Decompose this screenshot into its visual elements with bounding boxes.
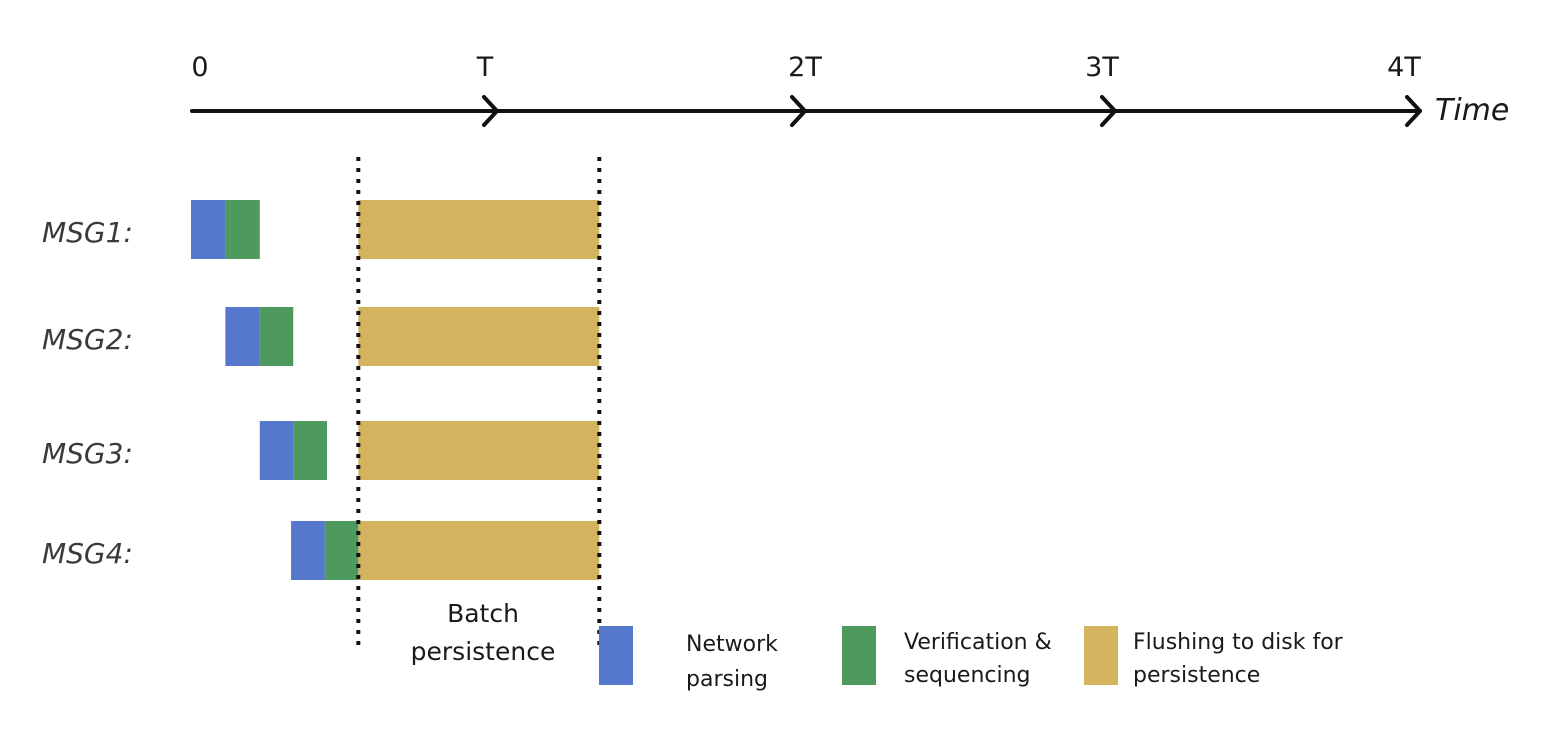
tick-label-0: 0 [191, 52, 208, 83]
msg4-network-parsing-bar [291, 521, 325, 580]
msg4-flushing-bar [358, 521, 600, 580]
legend-label-verification-2: sequencing [904, 663, 1031, 688]
legend-label-flushing-1: Flushing to disk for [1133, 630, 1344, 655]
row-label-msg3: MSG3: [42, 437, 133, 470]
msg3-verification-bar [293, 421, 328, 480]
batch-boundaries [356, 157, 602, 648]
row-labels: MSG1: MSG2: MSG3: MSG4: [42, 216, 133, 570]
msg2-flushing-bar [358, 307, 600, 366]
row-label-msg4: MSG4: [42, 537, 133, 570]
arrow-3t-icon [1100, 95, 1117, 127]
tick-labels: 0 T 2T 3T 4T [191, 52, 1421, 83]
msg1-flushing-bar [358, 200, 600, 259]
arrow-4t-icon [1405, 95, 1422, 127]
tick-label-2t: 2T [788, 52, 822, 83]
batch-label-line2: persistence [411, 637, 556, 666]
msg3-flushing-bar [358, 421, 600, 480]
axis-name: Time [1435, 93, 1509, 128]
row-label-msg2: MSG2: [42, 323, 133, 356]
msg3-network-parsing-bar [259, 421, 294, 480]
legend: Network parsing Verification & sequencin… [599, 626, 1344, 692]
msg1-verification-bar [225, 200, 260, 259]
msg2-network-parsing-bar [225, 307, 260, 366]
msg4-verification-bar [324, 521, 359, 580]
legend-label-verification-1: Verification & [904, 630, 1052, 655]
tick-label-t: T [476, 52, 494, 83]
row-label-msg1: MSG1: [42, 216, 133, 249]
batch-label-line1: Batch [447, 599, 519, 628]
legend-swatch-verification-sequencing [842, 626, 876, 685]
message-bars [191, 200, 600, 580]
legend-swatch-network-parsing [599, 626, 633, 685]
legend-label-network-parsing-1: Network [686, 632, 778, 657]
tick-label-3t: 3T [1085, 52, 1119, 83]
legend-label-flushing-2: persistence [1133, 663, 1260, 688]
arrow-t-icon [482, 95, 499, 127]
time-axis [190, 95, 1422, 127]
tick-label-4t: 4T [1387, 52, 1421, 83]
legend-label-network-parsing-2: parsing [686, 667, 768, 692]
msg1-network-parsing-bar [191, 200, 226, 259]
arrow-2t-icon [790, 95, 807, 127]
legend-swatch-flushing [1084, 626, 1118, 685]
msg2-verification-bar [259, 307, 294, 366]
